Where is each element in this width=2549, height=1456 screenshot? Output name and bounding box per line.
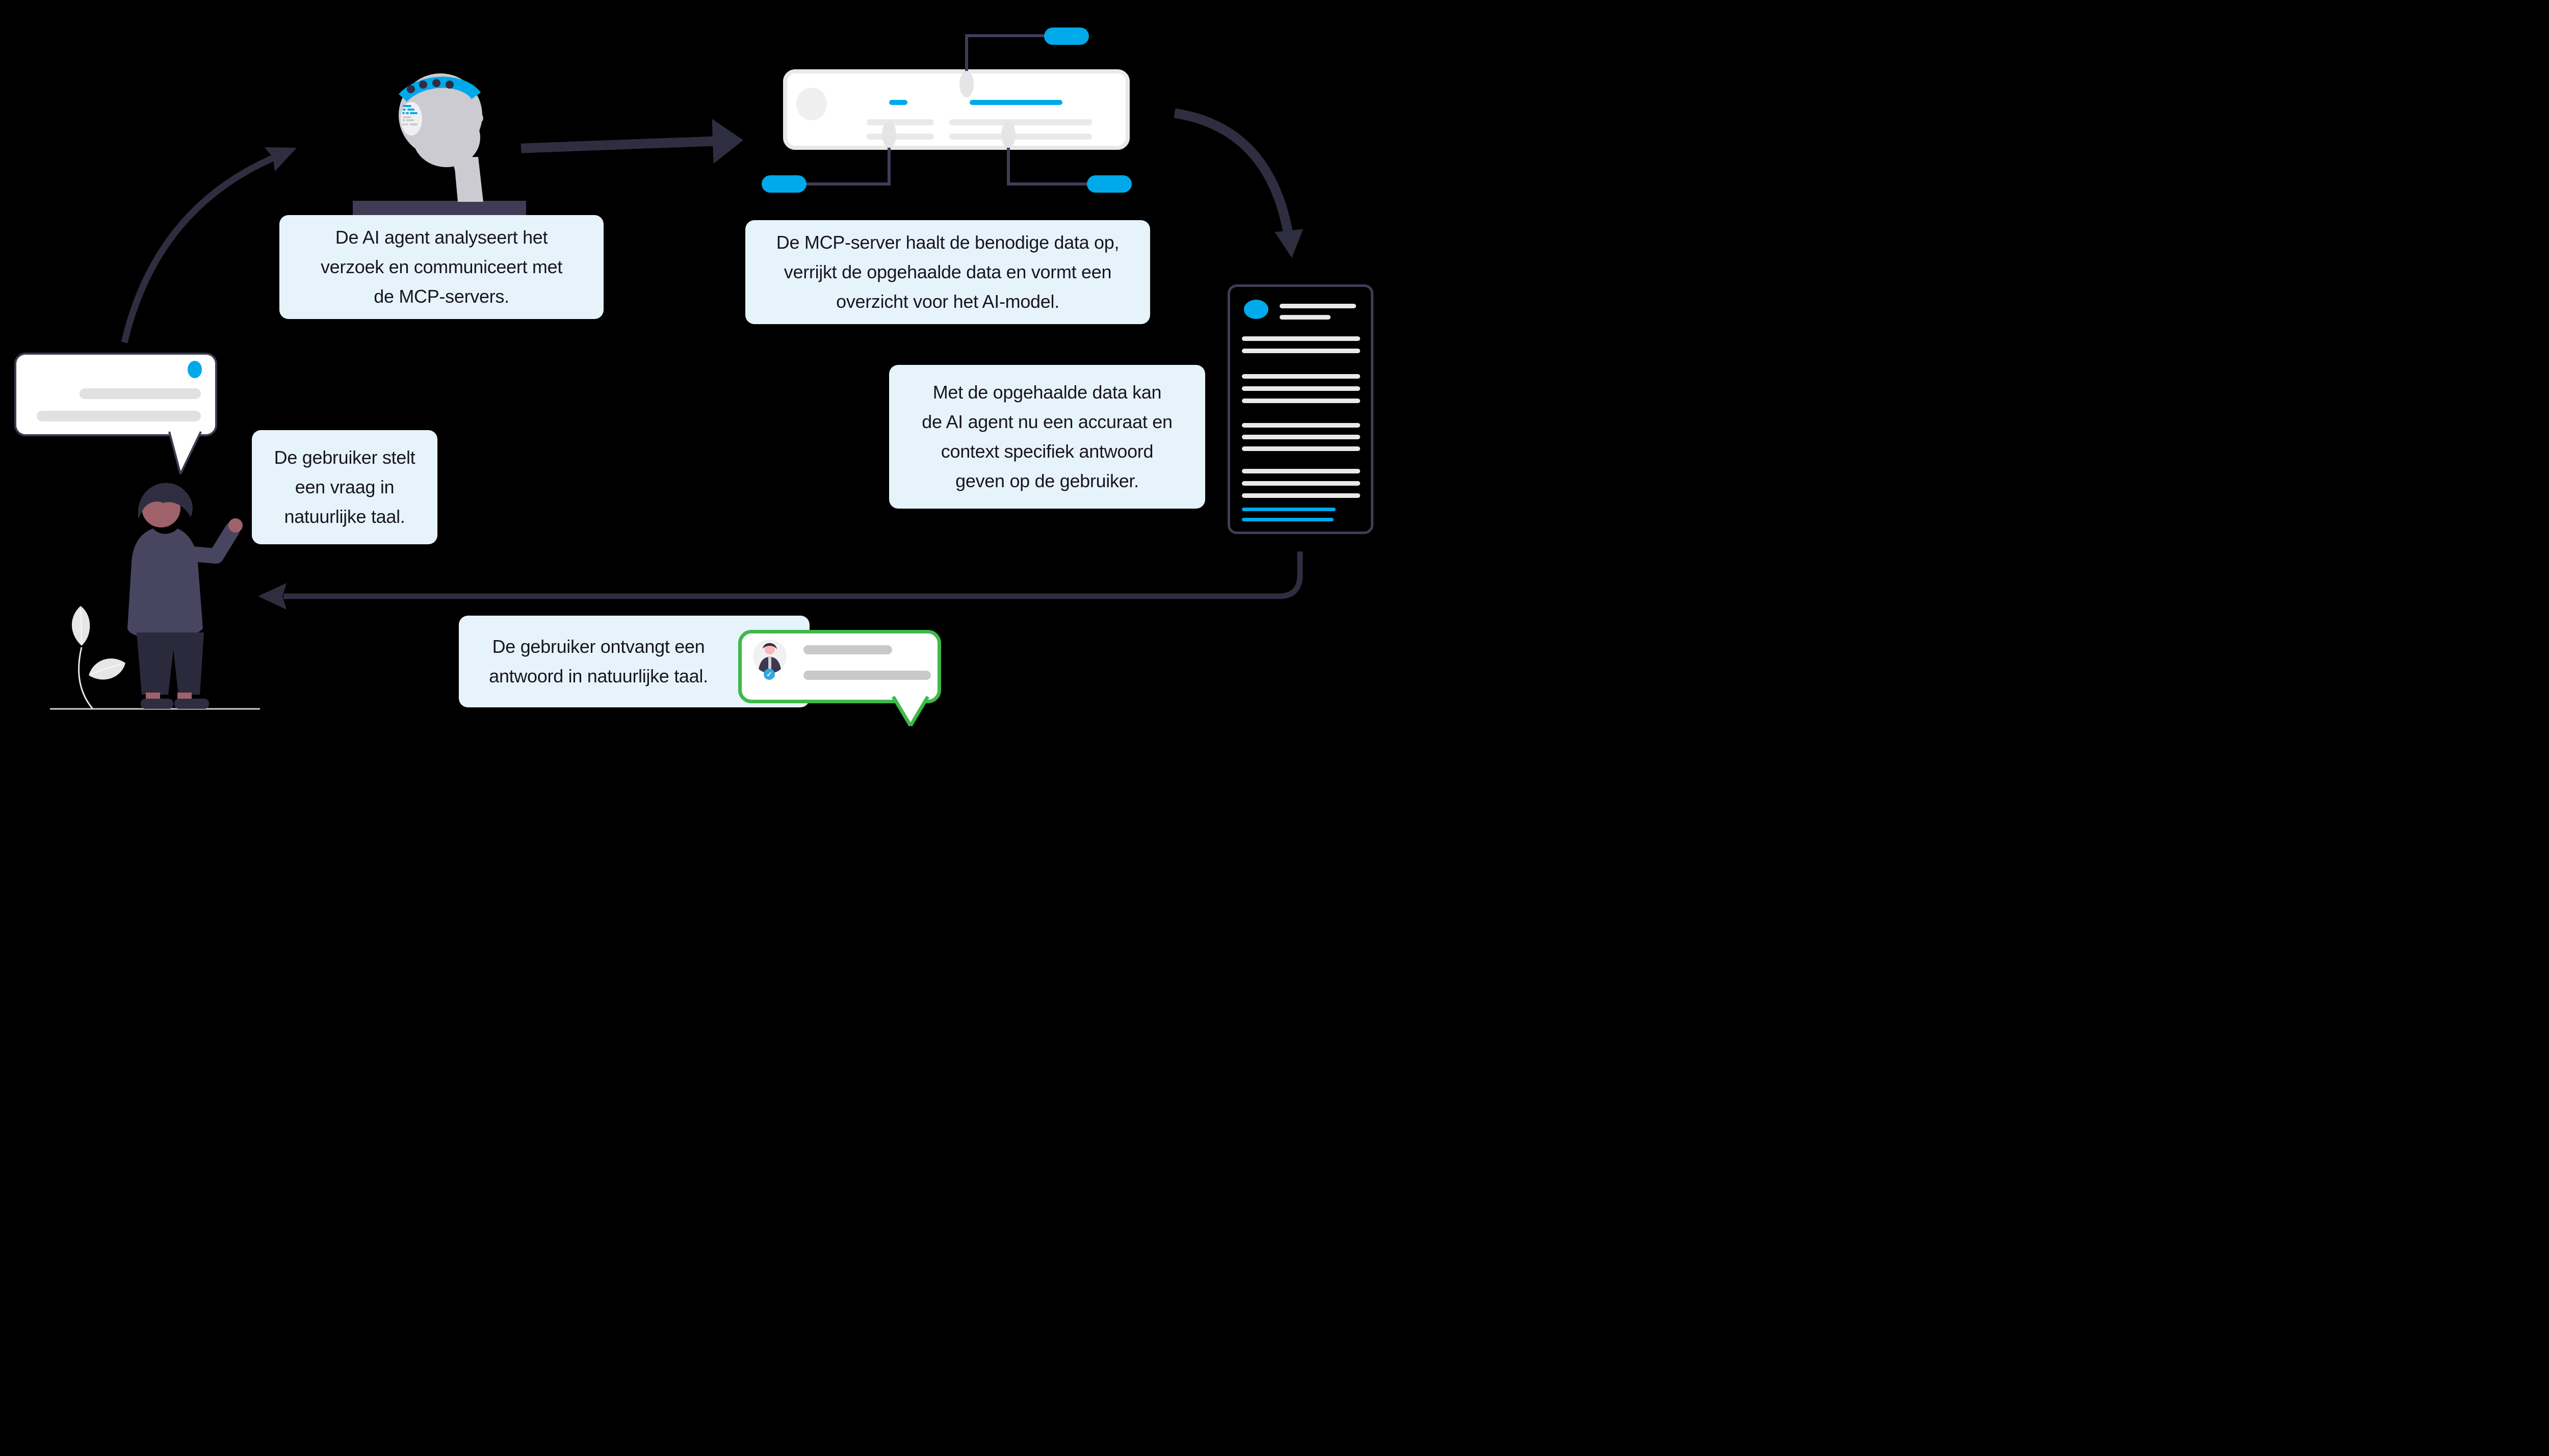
caption-line: Met de opgehaalde data kan: [932, 382, 1162, 403]
speech-bubble-tail-icon: [168, 431, 202, 474]
node-connector: [801, 182, 889, 186]
step-ai-agent-textbox: De AI agent analyseert het verzoek en co…: [279, 215, 604, 319]
speech-bubble-dot: [188, 361, 202, 378]
caption-line: De AI agent analyseert het: [335, 227, 548, 248]
robot-head-illustration: [353, 73, 526, 223]
chat-text-bar: [803, 671, 931, 680]
caption-line: context specifiek antwoord: [941, 441, 1154, 462]
caption-line: De gebruiker ontvangt een: [492, 636, 705, 657]
caption-line: antwoord in natuurlijke taal.: [489, 666, 708, 686]
standing-person-illustration: [50, 483, 260, 710]
document-line: [1242, 446, 1360, 451]
speech-bubble-text-bar: [37, 411, 201, 421]
document-line: [1242, 386, 1360, 391]
server-port: [1001, 121, 1016, 148]
caption-line: De MCP-server haalt de benodige data op,: [776, 232, 1120, 253]
caption-line: overzicht voor het AI-model.: [836, 291, 1059, 312]
speech-bubble-text-bar: [80, 388, 201, 399]
server-port: [959, 71, 974, 97]
server-blue-chip: [889, 100, 907, 105]
caption-line: verrijkt de opgehaalde data en vormt een: [784, 261, 1112, 282]
server-gray-bar: [949, 134, 1092, 140]
node-connector: [967, 34, 1048, 37]
caption-line: geven op de gebruiker.: [955, 470, 1139, 491]
arrow-document-to-user-icon: [258, 551, 1303, 610]
document-line: [1242, 481, 1360, 486]
document-line: [1242, 374, 1360, 379]
document-blue-line: [1242, 508, 1336, 511]
document-line: [1242, 435, 1360, 439]
document-line: [1242, 399, 1360, 403]
document-line: [1242, 349, 1360, 353]
caption-line: verzoek en communiceert met: [320, 256, 563, 277]
chat-bubble-tail-icon: [891, 696, 930, 727]
node-connector: [965, 34, 968, 80]
document-line: [1280, 304, 1356, 308]
server-avatar-circle: [796, 88, 827, 120]
verified-badge-icon: ✓: [764, 669, 775, 680]
caption-line: een vraag in: [295, 476, 395, 497]
step-mcp-server-textbox: De MCP-server haalt de benodige data op,…: [745, 220, 1150, 324]
document-logo-dot: [1244, 300, 1268, 319]
server-gray-bar: [867, 119, 934, 125]
server-port: [882, 121, 896, 148]
chat-text-bar: [803, 645, 892, 654]
arrow-user-to-agent-icon: [121, 147, 297, 343]
document-line: [1242, 336, 1360, 341]
plant-icon: [71, 606, 125, 709]
node-connector: [888, 145, 891, 186]
avatar-person-icon: [758, 643, 782, 673]
node-connector: [1007, 145, 1010, 186]
arrow-agent-to-server-icon: [521, 119, 743, 164]
document-illustration: [1228, 284, 1373, 534]
caption-line: de AI agent nu een accuraat en: [922, 411, 1173, 432]
avatar: [753, 640, 787, 673]
step-user-question-textbox: De gebruiker stelt een vraag in natuurli…: [252, 430, 437, 544]
person-figure: [127, 483, 243, 709]
robot-head: [399, 73, 483, 202]
document-line: [1242, 469, 1360, 473]
document-blue-line: [1242, 518, 1334, 521]
server-blue-bar: [970, 100, 1062, 105]
robot-brain-code-icon: [401, 102, 422, 136]
node-connector: [1008, 182, 1089, 186]
caption-line: natuurlijke taal.: [284, 506, 405, 527]
document-line: [1242, 493, 1360, 498]
mcp-node-left: [762, 175, 807, 193]
document-line: [1242, 423, 1360, 428]
document-line: [1280, 315, 1331, 320]
robot-headband-icon: [399, 76, 481, 102]
step-ai-answer-textbox: Met de opgehaalde data kan de AI agent n…: [889, 365, 1205, 509]
server-gray-bar: [867, 134, 934, 140]
mcp-node-right: [1087, 175, 1132, 193]
server-gray-bar: [949, 119, 1092, 125]
arrow-server-to-document-icon: [1174, 108, 1304, 258]
flow-arrows: [121, 108, 1304, 610]
caption-line: De gebruiker stelt: [274, 447, 415, 468]
mcp-node-top: [1044, 28, 1089, 45]
mcp-flow-diagram: De AI agent analyseert het verzoek en co…: [0, 0, 1395, 728]
caption-line: de MCP-servers.: [374, 286, 509, 307]
